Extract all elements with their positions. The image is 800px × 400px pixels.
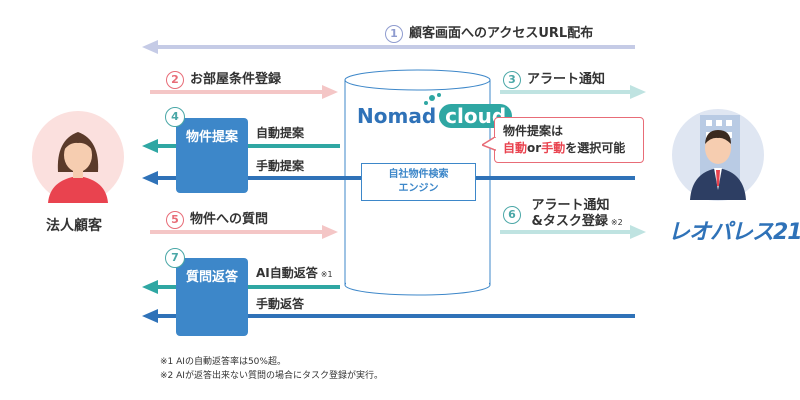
ai-reply-text: AI自動返答 xyxy=(256,266,318,280)
step6-line2: &タスク登録 xyxy=(531,214,608,229)
logo-cloud: cloud xyxy=(439,104,513,128)
company-logo: レオパレス21 xyxy=(668,220,800,245)
question-reply-box: 質問返答 xyxy=(176,258,248,336)
manual-reply-label: 手動返答 xyxy=(256,297,305,311)
arrow-step6 xyxy=(500,225,646,239)
engine-line2: エンジン xyxy=(398,183,439,194)
logo-nomad: Nomad xyxy=(357,104,437,128)
company-person-icon xyxy=(672,109,764,201)
callout-line2: 自動or手動を選択可能 xyxy=(503,140,635,157)
property-proposal-title: 物件提案 xyxy=(185,130,238,145)
step3-text: アラート通知 xyxy=(527,72,606,87)
step7-number: 7 xyxy=(165,248,185,268)
arrow-step3 xyxy=(500,85,646,99)
callout-auto: 自動 xyxy=(503,141,528,155)
arrow-manual-reply xyxy=(142,309,635,323)
callout-rest: を選択可能 xyxy=(565,141,626,155)
customer-label: 法人顧客 xyxy=(46,218,102,234)
step2-number: 2 xyxy=(166,70,184,89)
footnote-1: ※1 AIの自動返答率は50%超。 xyxy=(160,357,286,367)
step6-number: 6 xyxy=(503,206,521,224)
step1-label: 1 顧客画面へのアクセスURL配布 xyxy=(385,22,593,43)
footnote-2: ※2 AIが返答出来ない質問の場合にタスク登録が実行。 xyxy=(160,371,383,381)
callout-or: or xyxy=(527,141,542,155)
arrow-step5 xyxy=(150,225,338,239)
step2-text: お部屋条件登録 xyxy=(190,72,282,87)
ai-reply-note-mark: ※1 xyxy=(320,270,333,279)
step6-label: 6 アラート通知 &タスク登録※2 xyxy=(503,198,623,231)
cloud-logo-icon xyxy=(424,93,441,105)
auto-proposal-label: 自動提案 xyxy=(256,126,305,140)
property-proposal-box: 物件提案 xyxy=(176,118,248,193)
step6-note-mark: ※2 xyxy=(610,218,623,227)
ai-reply-label: AI自動返答※1 xyxy=(256,264,333,281)
customer-avatar-icon xyxy=(32,111,124,203)
step5-number: 5 xyxy=(166,210,184,229)
engine-line1: 自社物件検索 xyxy=(388,169,449,180)
arrow-step2 xyxy=(150,85,338,99)
search-engine-box: 自社物件検索 エンジン xyxy=(361,163,476,201)
question-reply-title: 質問返答 xyxy=(185,270,238,285)
arrow-step1 xyxy=(142,40,635,54)
proposal-choice-callout: 物件提案は 自動or手動を選択可能 xyxy=(494,117,644,163)
step5-label: 5 物件への質問 xyxy=(166,208,268,229)
step2-label: 2 お部屋条件登録 xyxy=(166,68,281,89)
callout-pointer xyxy=(482,137,496,151)
manual-proposal-label: 手動提案 xyxy=(256,159,305,173)
step1-number: 1 xyxy=(385,24,403,43)
step5-text: 物件への質問 xyxy=(190,212,269,227)
step3-number: 3 xyxy=(503,70,521,89)
callout-line1: 物件提案は xyxy=(503,124,564,138)
footnotes: ※1 AIの自動返答率は50%超。 ※2 AIが返答出来ない質問の場合にタスク登… xyxy=(160,355,383,383)
step1-text: 顧客画面へのアクセスURL配布 xyxy=(409,26,594,41)
step4-number: 4 xyxy=(165,107,185,127)
callout-manual: 手動 xyxy=(541,141,566,155)
step6-line1: アラート通知 xyxy=(531,198,610,213)
step3-label: 3 アラート通知 xyxy=(503,68,605,89)
